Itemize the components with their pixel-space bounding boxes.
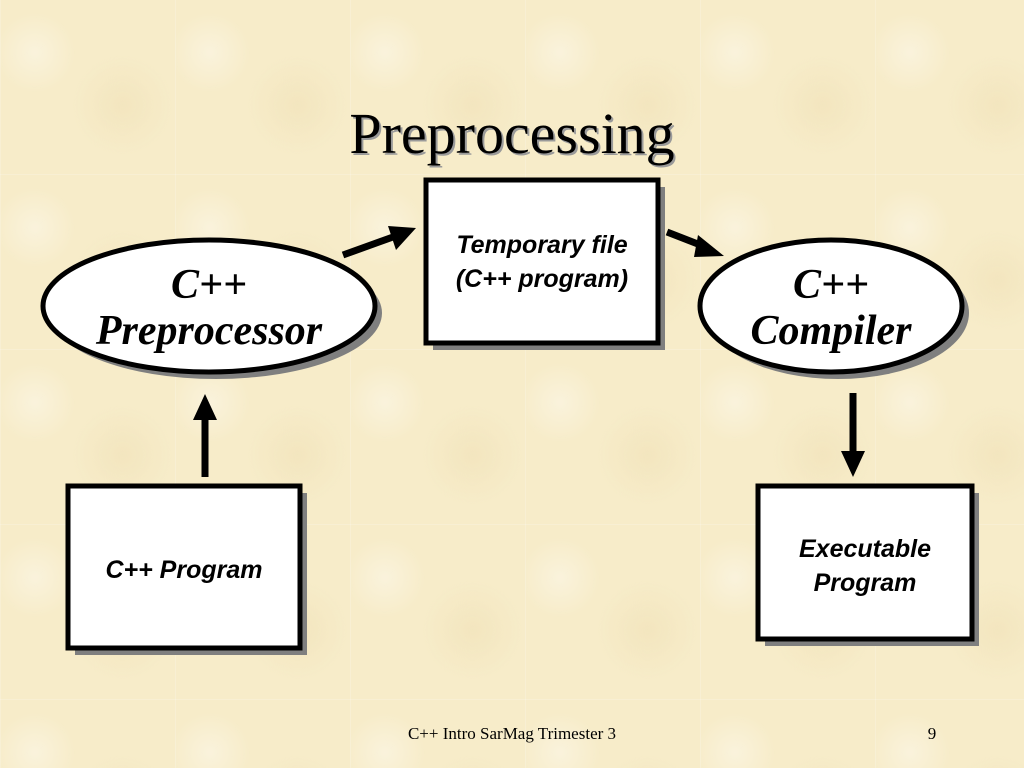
preprocessor-label-line2: Preprocessor <box>95 308 323 354</box>
program-node <box>65 483 307 655</box>
compiler-label-line2: Compiler <box>750 308 912 354</box>
arrow-compiler-to-executable <box>841 393 865 477</box>
slide-title: Preprocessing <box>349 101 675 166</box>
arrow-preprocessor-to-temp <box>341 226 416 259</box>
compiler-label: C++ Compiler <box>700 258 962 358</box>
footer-text: C++ Intro SarMag Trimester 3 <box>407 724 617 743</box>
program-label-text: C++ Program <box>105 556 263 584</box>
arrow-temp-to-compiler <box>665 228 724 257</box>
executable-node <box>755 483 979 646</box>
compiler-node <box>697 237 969 379</box>
executable-label: Executable Program <box>760 530 970 602</box>
program-label: C++ Program <box>70 550 298 590</box>
preprocessor-label-line1: C++ <box>171 262 247 308</box>
temp-file-node <box>423 177 665 350</box>
executable-label-line1: Executable <box>798 535 931 563</box>
page-number: 9 <box>927 724 937 743</box>
temp-file-label: Temporary file (C++ program) <box>428 226 656 298</box>
temp-file-label-line2: (C++ program) <box>455 265 629 293</box>
temp-file-label-line1: Temporary file <box>456 231 628 259</box>
executable-label-line2: Program <box>813 569 917 597</box>
preprocessor-node <box>40 237 382 379</box>
preprocessor-label: C++ Preprocessor <box>44 258 374 358</box>
compiler-label-line1: C++ <box>793 262 869 308</box>
arrow-program-to-preprocessor <box>193 394 217 477</box>
